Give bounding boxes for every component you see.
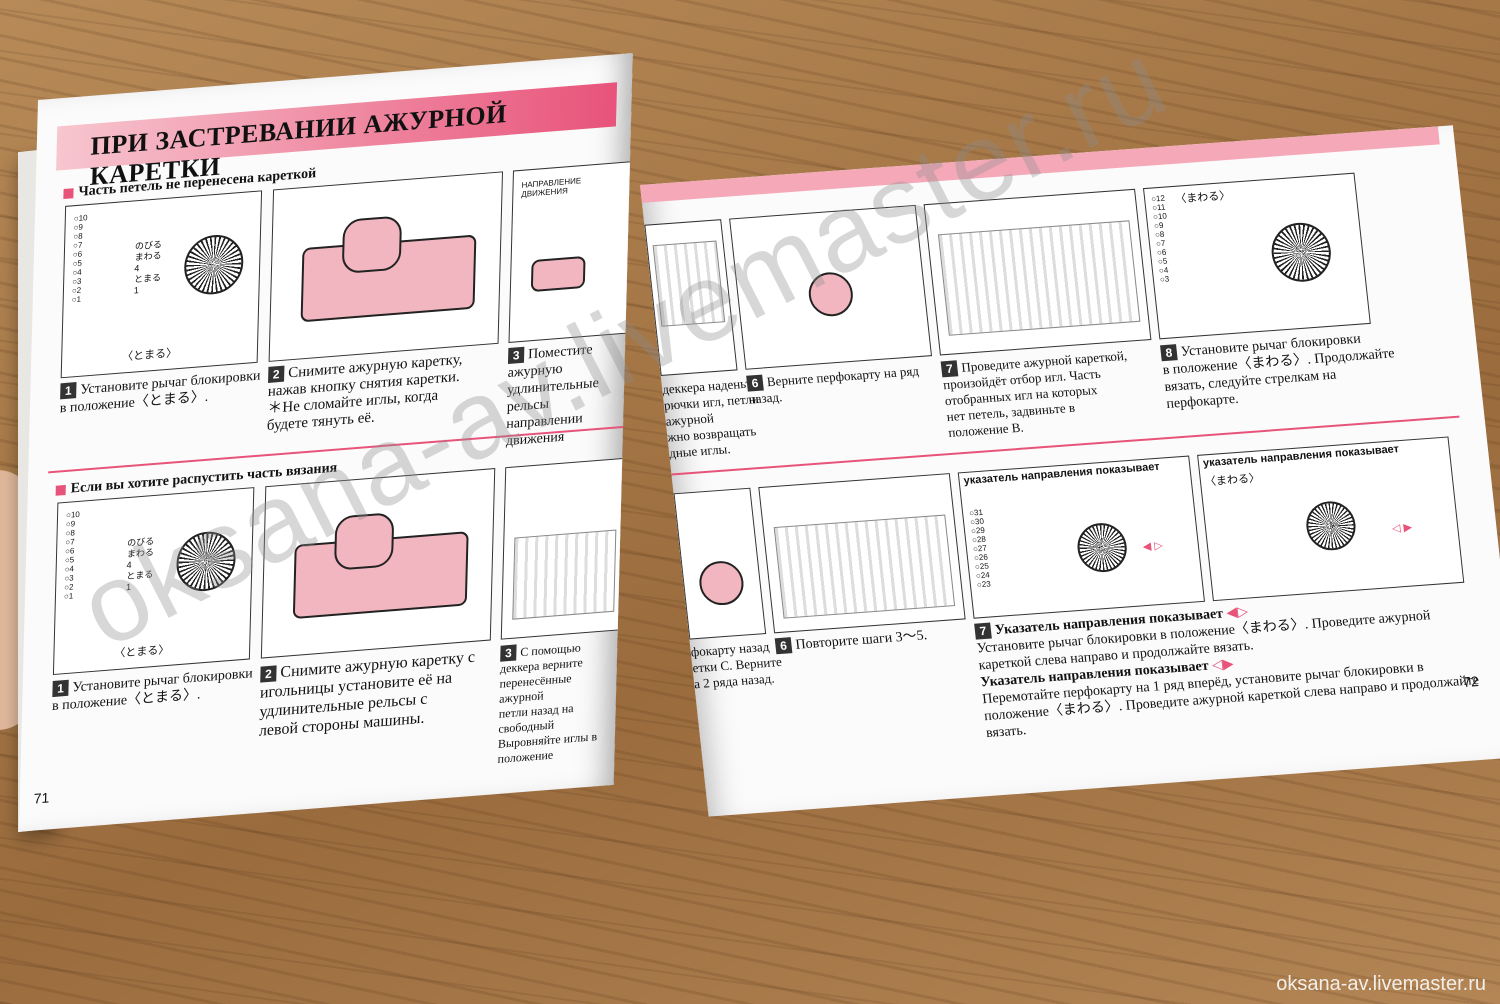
pink-square-icon <box>63 188 74 199</box>
indicator-title: указатель направления показывает <box>963 460 1161 488</box>
indicator-title: указатель направления показывает <box>1202 443 1400 470</box>
dial-labels: のびる まわる 4 とまる 1 <box>133 239 163 296</box>
mawaru-label: 〈まわる〉 <box>1204 472 1261 489</box>
credit-text: oksana-av.livemaster.ru <box>1276 973 1486 995</box>
diagram-panel-r6 <box>758 473 966 634</box>
diagram-panel-1: ○10 ○9 ○8 ○7 ○6 ○5 ○4 ○3 ○2 ○1 のびる まわる 4… <box>60 190 263 379</box>
diagram-panel-r4: ○12 ○11 ○10 ○9 ○8 ○7 ○6 ○5 ○4 ○3 〈まわる〉 <box>1142 172 1371 340</box>
carriage-handle <box>341 215 403 275</box>
page-number-left: 71 <box>33 789 50 807</box>
pink-square-icon <box>55 484 66 496</box>
diagram-panel-r5 <box>673 487 767 640</box>
dial-knob-icon <box>1075 521 1130 574</box>
stop-label: 〈とまる〉 <box>121 347 178 364</box>
row-counter-scale: ○10 ○9 ○8 ○7 ○6 ○5 ○4 ○3 ○2 ○1 <box>71 213 88 305</box>
direction-arrows-icon: ◁ ▶ <box>1391 521 1413 535</box>
diagram-panel-6 <box>500 457 628 640</box>
dial-knob-icon <box>183 232 245 297</box>
mawaru-label: 〈まわる〉 <box>1174 189 1231 206</box>
diagram-panel-2 <box>268 171 504 362</box>
page-number-right: 72 <box>1462 672 1480 691</box>
step-5b-caption: фокарту назад етки С. Верните а 2 ряда н… <box>689 638 783 692</box>
dial-knob-icon <box>1268 220 1334 284</box>
diagram-panel-r7: указатель направления показывает ○31 ○30… <box>957 455 1205 619</box>
dial-knob-icon <box>697 559 746 607</box>
step-number: 7 <box>974 622 992 640</box>
row-counter-scale: ○31 ○30 ○29 ○28 ○27 ○26 ○25 ○24 ○23 <box>968 507 992 590</box>
row-counter-scale: ○12 ○11 ○10 ○9 ○8 ○7 ○6 ○5 ○4 ○3 <box>1150 193 1170 285</box>
direction-arrows-icon: ◀ ▷ <box>1142 539 1164 554</box>
knitting-stitches-illustration <box>773 514 956 619</box>
dial-knob-icon <box>1303 499 1359 552</box>
diagram-panel-r8: указатель направления показывает 〈まわる〉 ◁… <box>1197 436 1465 602</box>
knitting-stitches-illustration <box>512 529 617 620</box>
direction-label: НАПРАВЛЕНИЕ ДВИЖЕНИЯ <box>521 176 582 199</box>
rail-carriage-illustration <box>530 255 586 293</box>
